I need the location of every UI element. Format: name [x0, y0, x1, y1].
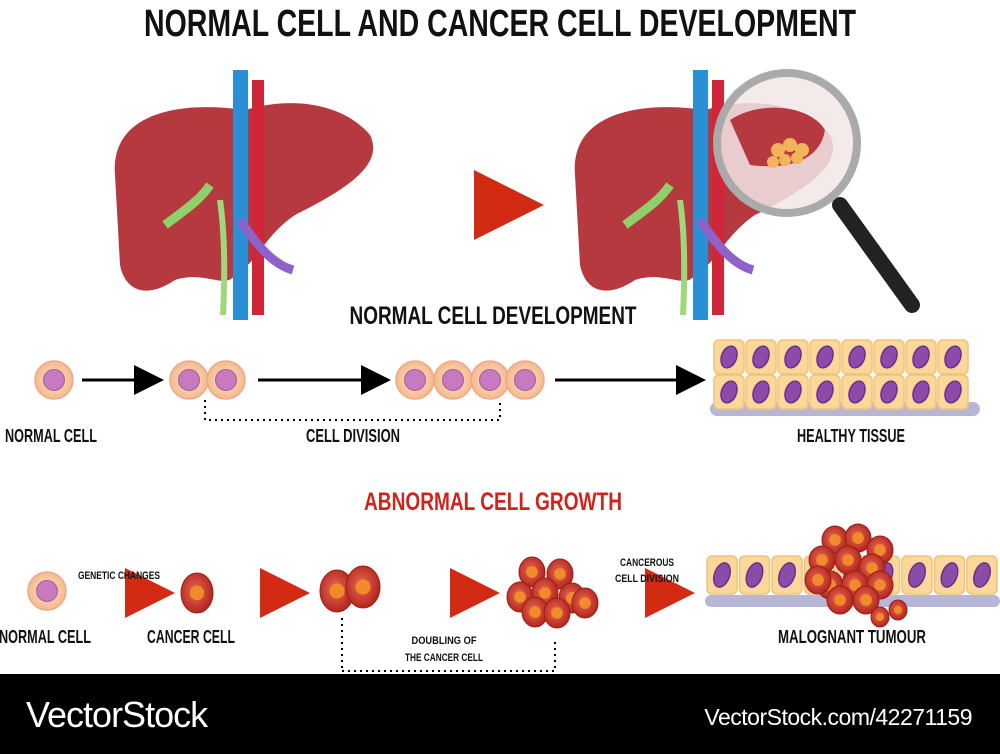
abnormal-normal-cell-label: NORMAL CELL: [0, 627, 91, 647]
tissue-cell: [777, 339, 809, 375]
tissue-cell: [745, 339, 777, 375]
cell-division-bracket: [204, 400, 501, 421]
cancer-cell: [888, 599, 908, 621]
tissue-cell: [706, 555, 738, 595]
brand-logo: VectorStock: [26, 694, 208, 735]
cancer-cell: [834, 545, 862, 575]
tissue-cell: [713, 339, 745, 375]
tissue-cell: [777, 374, 809, 410]
tissue-cell: [905, 339, 937, 375]
tissue-cell: [966, 555, 998, 595]
normal-cell: [505, 360, 545, 400]
abnormal-growth-heading: ABNORMAL CELL GROWTH: [364, 488, 622, 516]
normal-cell: [433, 360, 473, 400]
normal-cell: [470, 360, 510, 400]
doubling-bracket: [341, 618, 556, 672]
diagram: NORMAL CELL AND CANCER CELL DEVELOPMENT …: [0, 3, 1000, 672]
main-title: NORMAL CELL AND CANCER CELL DEVELOPMENT: [144, 3, 856, 45]
healthy-tissue-label: HEALTHY TISSUE: [797, 426, 905, 446]
tissue-cell: [937, 339, 969, 375]
tissue-cell: [841, 374, 873, 410]
cancer-cell-label: CANCER CELL: [147, 627, 235, 647]
normal-cell: [206, 360, 246, 400]
cancerous-division-label-line1: CANCEROUS: [620, 557, 674, 569]
cancer-cell: [319, 569, 355, 613]
tissue-cell: [745, 374, 777, 410]
cancer-cell: [852, 585, 880, 615]
cancerous-division-label-line2: CELL DIVISION: [615, 573, 679, 585]
tissue-cell: [738, 555, 771, 595]
normal-cell: [34, 360, 74, 400]
tissue-cell: [809, 339, 841, 375]
healthy-liver-illustration: [115, 70, 373, 320]
tissue-cell: [841, 339, 873, 375]
normal-cell: [395, 360, 435, 400]
healthy-tissue-illustration: [710, 339, 980, 416]
tissue-cell: [937, 374, 969, 410]
genetic-changes-label: GENETIC CHANGES: [78, 570, 160, 582]
cancer-cell: [543, 597, 571, 629]
tissue-cell: [809, 374, 841, 410]
tissue-cell: [873, 374, 905, 410]
footer-bar: VectorStock VectorStock.com/42271159: [0, 674, 1000, 754]
tissue-cell: [771, 555, 803, 595]
cell-division-label: CELL DIVISION: [306, 426, 400, 446]
magnifying-glass-icon: [713, 69, 920, 313]
image-reference: VectorStock.com/42271159: [704, 704, 972, 730]
tissue-cell: [905, 374, 937, 410]
doubling-label-line2: THE CANCER CELL: [405, 652, 483, 664]
normal-cell-row: [34, 360, 545, 400]
malignant-tumour-illustration: [705, 523, 1000, 628]
tissue-cell: [933, 555, 966, 595]
doubling-label-line1: DOUBLING OF: [412, 635, 477, 647]
cancer-cell: [870, 606, 890, 628]
cancer-cell: [345, 565, 381, 609]
tissue-cell: [713, 374, 745, 410]
cancer-cell: [571, 587, 599, 619]
normal-cell-label: NORMAL CELL: [5, 426, 97, 446]
cancer-cell: [180, 572, 214, 614]
cancer-cell: [821, 525, 849, 555]
abnormal-cell-row: [27, 556, 599, 629]
malignant-tumour-label: MALOGNANT TUMOUR: [778, 627, 926, 647]
normal-development-heading: NORMAL CELL DEVELOPMENT: [350, 302, 637, 330]
normal-cell: [169, 360, 209, 400]
cancer-cell: [804, 565, 832, 595]
tissue-cell: [873, 339, 905, 375]
normal-cell: [27, 571, 67, 611]
tissue-cell: [901, 555, 933, 595]
cancer-cell: [826, 585, 854, 615]
